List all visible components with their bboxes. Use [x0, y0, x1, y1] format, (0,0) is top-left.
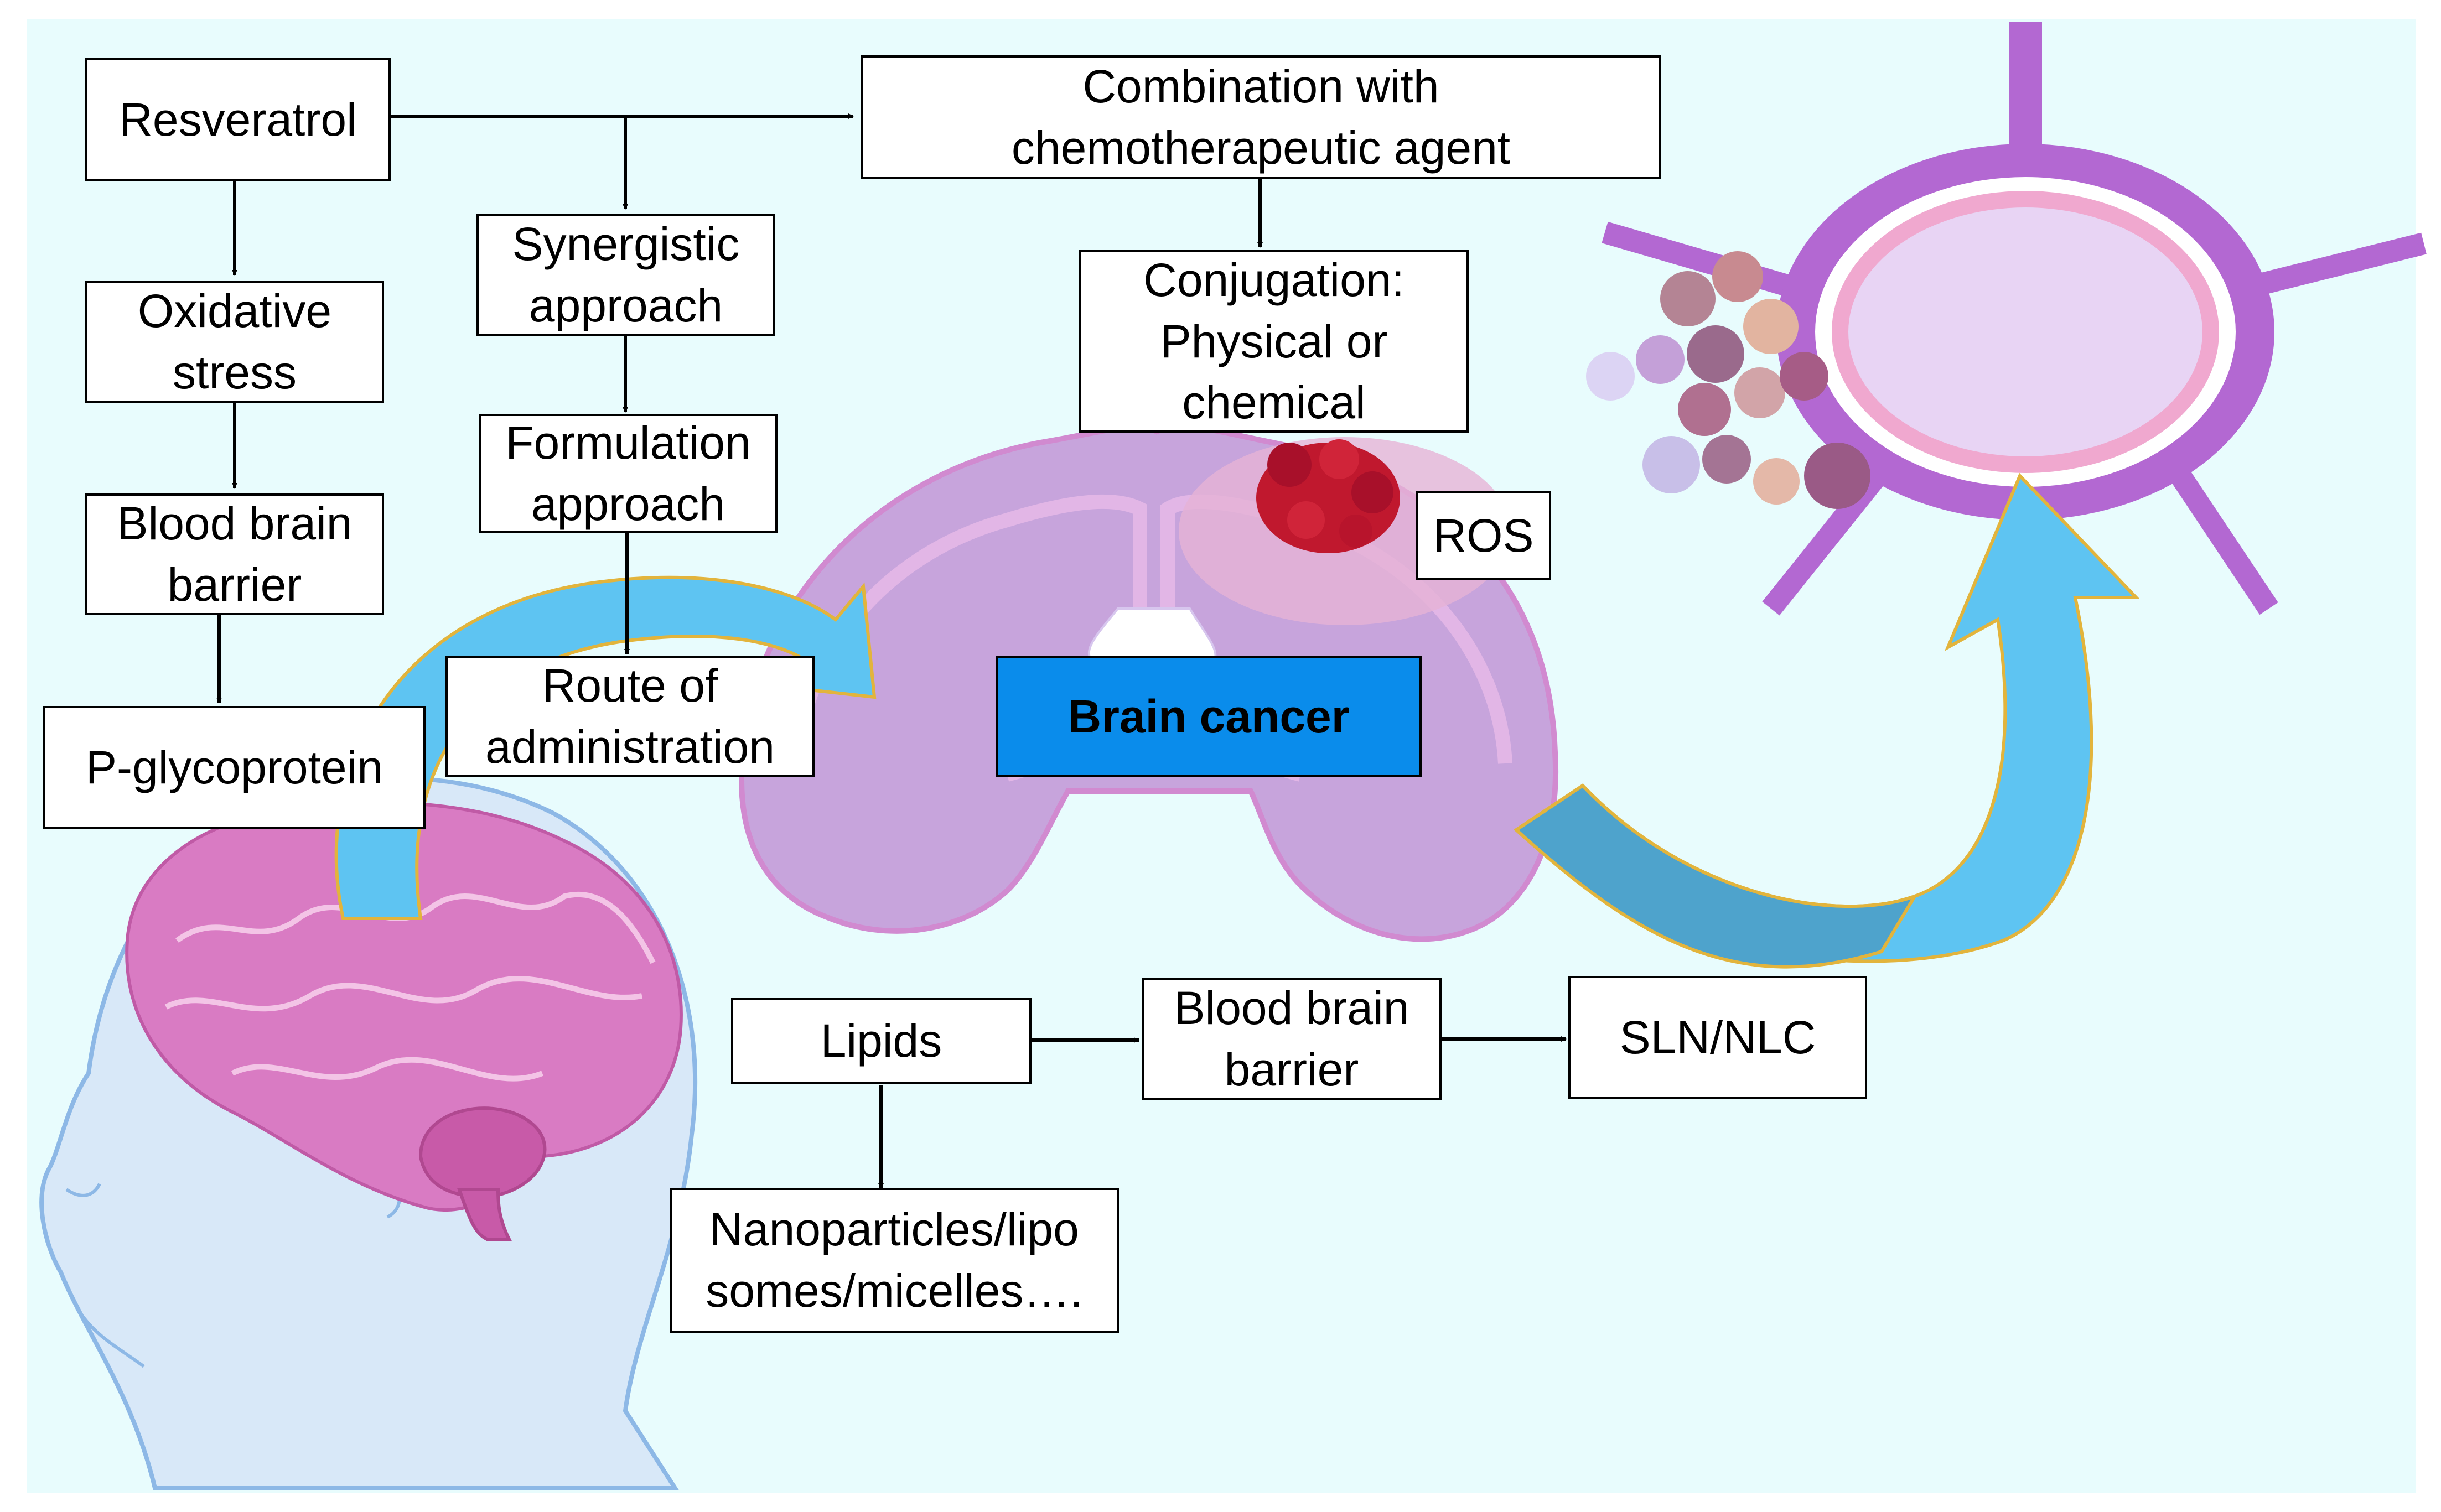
- node-ros: ROS: [1416, 491, 1551, 580]
- tumor-mass-icon: [1256, 439, 1400, 553]
- node-brain-cancer: Brain cancer: [996, 656, 1422, 777]
- node-conjugation: Conjugation: Physical or chemical: [1079, 250, 1469, 433]
- node-blood-brain-barrier-left-label: Blood brain barrier: [117, 497, 353, 611]
- node-lipids-label: Lipids: [820, 1015, 942, 1067]
- node-conjugation-label: Conjugation: Physical or chemical: [1143, 253, 1405, 429]
- node-combination: Combination with chemotherapeutic agent: [861, 55, 1661, 179]
- tumor-cell-cluster-icon: [1586, 251, 1870, 509]
- node-brain-cancer-label: Brain cancer: [1067, 690, 1350, 742]
- node-p-glycoprotein-label: P-glycoprotein: [86, 741, 383, 793]
- node-formulation: Formulation approach: [479, 414, 778, 533]
- node-nanoparticles-label: Nanoparticles/lipo somes/micelles….: [706, 1203, 1083, 1317]
- node-sln-nlc: SLN/NLC: [1568, 976, 1867, 1099]
- blood-vessel-cross-section-illustration: [1586, 22, 2427, 616]
- node-oxidative-stress-label: Oxidative stress: [137, 285, 332, 398]
- node-route-of-administration: Route of administration: [445, 656, 815, 777]
- node-resveratrol: Resveratrol: [85, 58, 391, 181]
- node-synergistic-label: Synergistic approach: [512, 218, 740, 331]
- node-nanoparticles: Nanoparticles/lipo somes/micelles….: [670, 1188, 1119, 1333]
- node-combination-label: Combination with chemotherapeutic agent: [1011, 60, 1511, 174]
- node-formulation-label: Formulation approach: [505, 417, 751, 530]
- node-blood-brain-barrier-bottom: Blood brain barrier: [1142, 978, 1442, 1100]
- node-sln-nlc-label: SLN/NLC: [1619, 1011, 1816, 1063]
- node-blood-brain-barrier-bottom-label: Blood brain barrier: [1174, 982, 1409, 1095]
- node-oxidative-stress: Oxidative stress: [85, 281, 384, 403]
- node-blood-brain-barrier-left: Blood brain barrier: [85, 493, 384, 615]
- node-ros-label: ROS: [1433, 509, 1534, 562]
- node-synergistic: Synergistic approach: [476, 214, 775, 336]
- node-resveratrol-label: Resveratrol: [119, 93, 357, 146]
- node-route-of-administration-label: Route of administration: [485, 659, 775, 773]
- node-lipids: Lipids: [731, 998, 1032, 1084]
- node-p-glycoprotein: P-glycoprotein: [43, 706, 426, 829]
